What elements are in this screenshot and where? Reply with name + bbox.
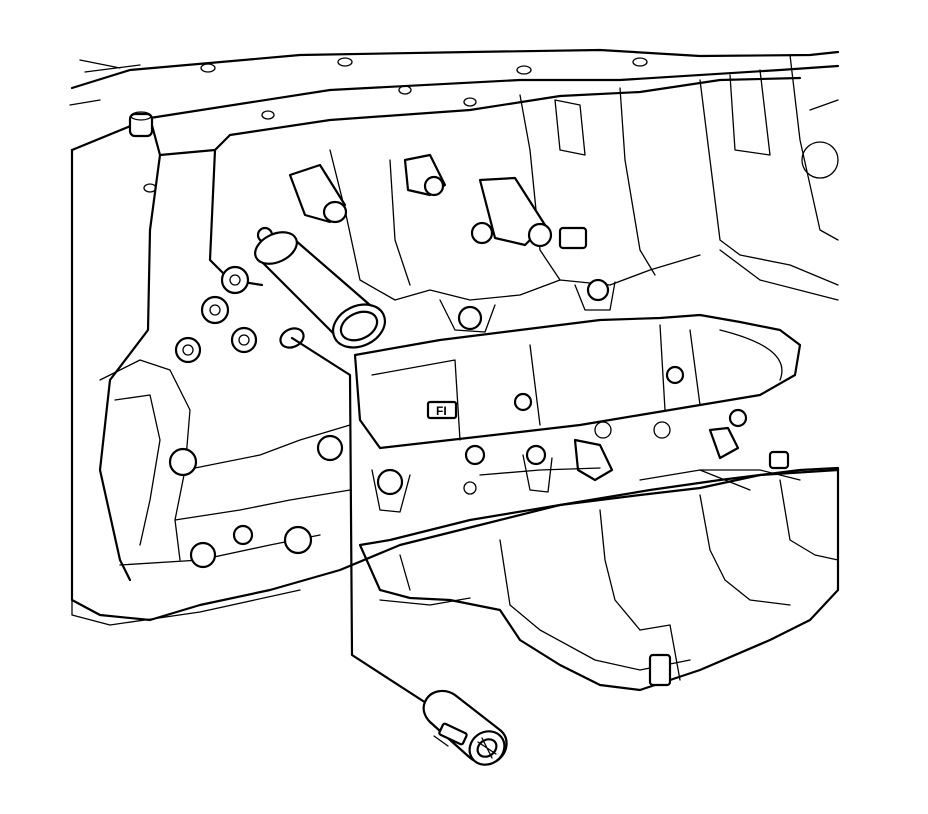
oil-pan [358, 466, 840, 692]
engine-block [69, 48, 840, 626]
lower-bosses [371, 426, 790, 513]
coolant-outlet-pipe [254, 231, 386, 349]
callout-label: FI [436, 404, 447, 418]
sensor [422, 689, 508, 766]
leader-line [290, 336, 442, 714]
main-gallery: FI [353, 313, 802, 450]
